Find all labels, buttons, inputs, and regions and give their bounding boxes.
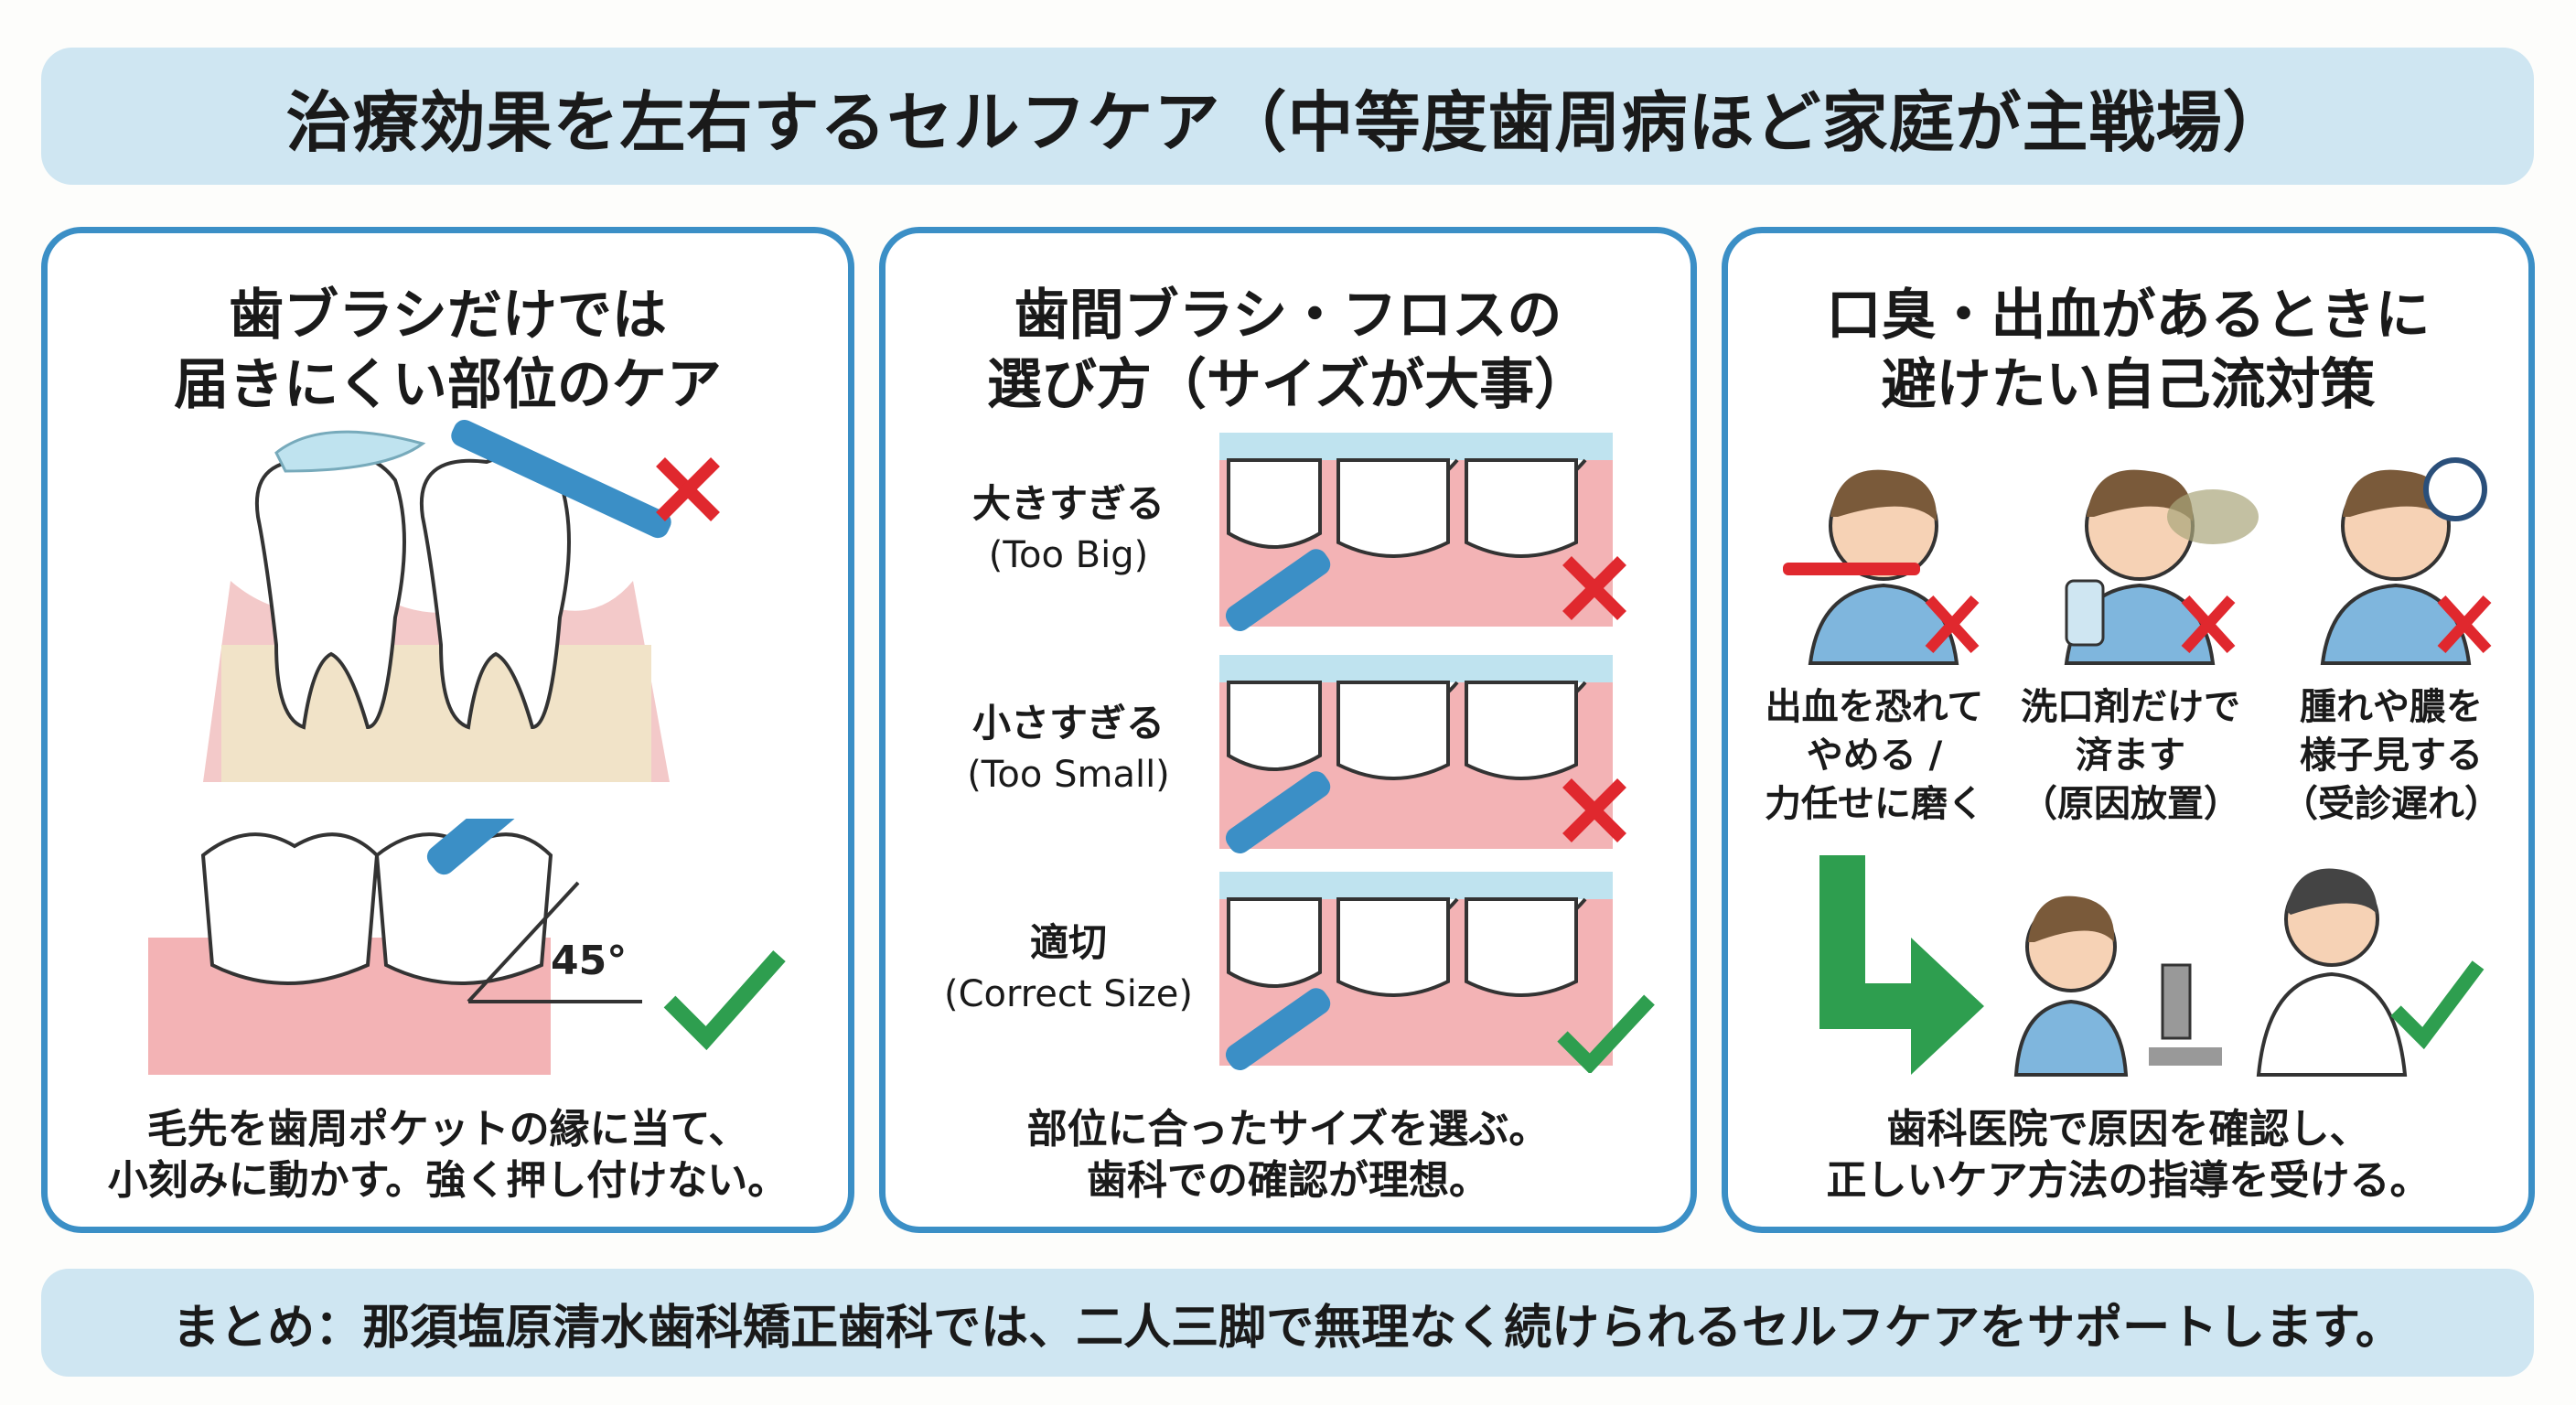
size-label-correct: 適切 (Correct Size): [922, 917, 1215, 1020]
microscope-icon: [2161, 963, 2192, 1040]
check-icon: [1557, 994, 1655, 1073]
size-label-too-big: 大きすぎる (Too Big): [922, 478, 1215, 581]
footer-line: 毛先を歯周ポケットの縁に当て、: [146, 1106, 749, 1153]
panel-title: 口臭・出血があるときに 避けたい自己流対策: [1728, 281, 2528, 420]
footer-line: 小刻みに動かす。強く押し付けない。: [107, 1157, 789, 1204]
interdental-illustrations: [1219, 433, 1655, 1073]
check-icon: [663, 950, 786, 1051]
footer-line: 歯科での確認が理想。: [1087, 1157, 1489, 1204]
panel-title: 歯ブラシだけでは 届きにくい部位のケア: [48, 281, 848, 420]
bad-habit-2: 洗口剤だけで 済ます （原因放置）: [2002, 683, 2259, 829]
panel-interdental: 歯間ブラシ・フロスの 選び方（サイズが大事） 大きすぎる (Too Big) 小…: [879, 227, 1697, 1233]
label-jp: 小さすぎる: [971, 701, 1165, 745]
caption-line: 力任せに磨く: [1765, 783, 1984, 825]
caption-line: 洗口剤だけで: [2021, 686, 2240, 728]
title-banner: 治療効果を左右するセルフケア（中等度歯周病ほど家庭が主戦場）: [41, 48, 2534, 185]
angle-brushing-illustration: 45°: [148, 819, 786, 1075]
panel-footer: 歯科医院で原因を確認し、 正しいケア方法の指導を受ける。: [1728, 1104, 2528, 1207]
panel-title-line: 口臭・出血があるときに: [1826, 284, 2431, 348]
panel-footer: 部位に合ったサイズを選ぶ。 歯科での確認が理想。: [886, 1104, 1690, 1207]
panel-title-line: 避けたい自己流対策: [1881, 353, 2376, 417]
panel-avoid: 口臭・出血があるときに 避けたい自己流対策 出血を恐れて やめる / 力任せに磨…: [1722, 227, 2535, 1233]
caption-line: 済ます: [2076, 735, 2185, 777]
teeth-brushing-illustration: [203, 419, 720, 782]
panel-footer: 毛先を歯周ポケットの縁に当て、 小刻みに動かす。強く押し付けない。: [48, 1104, 848, 1207]
page-title: 治療効果を左右するセルフケア（中等度歯周病ほど家庭が主戦場）: [285, 83, 2290, 161]
cross-icon: [1562, 556, 1626, 620]
dentist-visit-illustration: [1819, 855, 2485, 1077]
footer-line: 正しいケア方法の指導を受ける。: [1826, 1157, 2431, 1204]
clock-icon: [2423, 457, 2487, 521]
cross-icon: [1562, 778, 1626, 842]
caption-line: 様子見する: [2300, 735, 2483, 777]
label-jp: 大きすぎる: [971, 481, 1165, 526]
caption-line: 出血を恐れて: [1765, 686, 1984, 728]
caption-line: 腫れや膿を: [2300, 686, 2483, 728]
summary-banner: まとめ：那須塩原清水歯科矯正歯科では、二人三脚で無理なく続けられるセルフケアをサ…: [41, 1269, 2534, 1377]
caption-line: （原因放置）: [2021, 783, 2240, 825]
label-en: (Too Small): [967, 754, 1170, 796]
label-en: (Too Big): [988, 534, 1149, 576]
size-label-too-small: 小さすぎる (Too Small): [922, 698, 1215, 800]
panel-title-line: 届きにくい部位のケア: [174, 353, 722, 417]
arrow-icon: [1819, 855, 1984, 1075]
panel-title-line: 歯間ブラシ・フロスの: [1014, 284, 1562, 348]
caption-line: （受診遅れ）: [2281, 783, 2501, 825]
panel-title-line: 歯ブラシだけでは: [229, 284, 667, 348]
check-icon: [2390, 960, 2485, 1050]
panel-title-line: 選び方（サイズが大事）: [986, 353, 1590, 417]
panel-title: 歯間ブラシ・フロスの 選び方（サイズが大事）: [886, 281, 1690, 420]
summary-text: まとめ：那須塩原清水歯科矯正歯科では、二人三脚で無理なく続けられるセルフケアをサ…: [172, 1300, 2403, 1356]
caption-line: やめる /: [1806, 735, 1943, 777]
bad-habit-3: 腫れや膿を 様子見する （受診遅れ）: [2263, 683, 2519, 829]
bad-habit-1: 出血を恐れて やめる / 力任せに磨く: [1746, 683, 2002, 829]
label-jp: 適切: [1029, 920, 1107, 965]
footer-line: 歯科医院で原因を確認し、: [1886, 1106, 2370, 1153]
panel-brushing: 歯ブラシだけでは 届きにくい部位のケア 45° 毛先を歯周ポケットの縁に当て、 …: [41, 227, 854, 1233]
bad-habits-illustrations: [1783, 457, 2492, 665]
angle-label: 45°: [551, 938, 627, 984]
label-en: (Correct Size): [943, 973, 1194, 1015]
footer-line: 部位に合ったサイズを選ぶ。: [1026, 1106, 1550, 1153]
